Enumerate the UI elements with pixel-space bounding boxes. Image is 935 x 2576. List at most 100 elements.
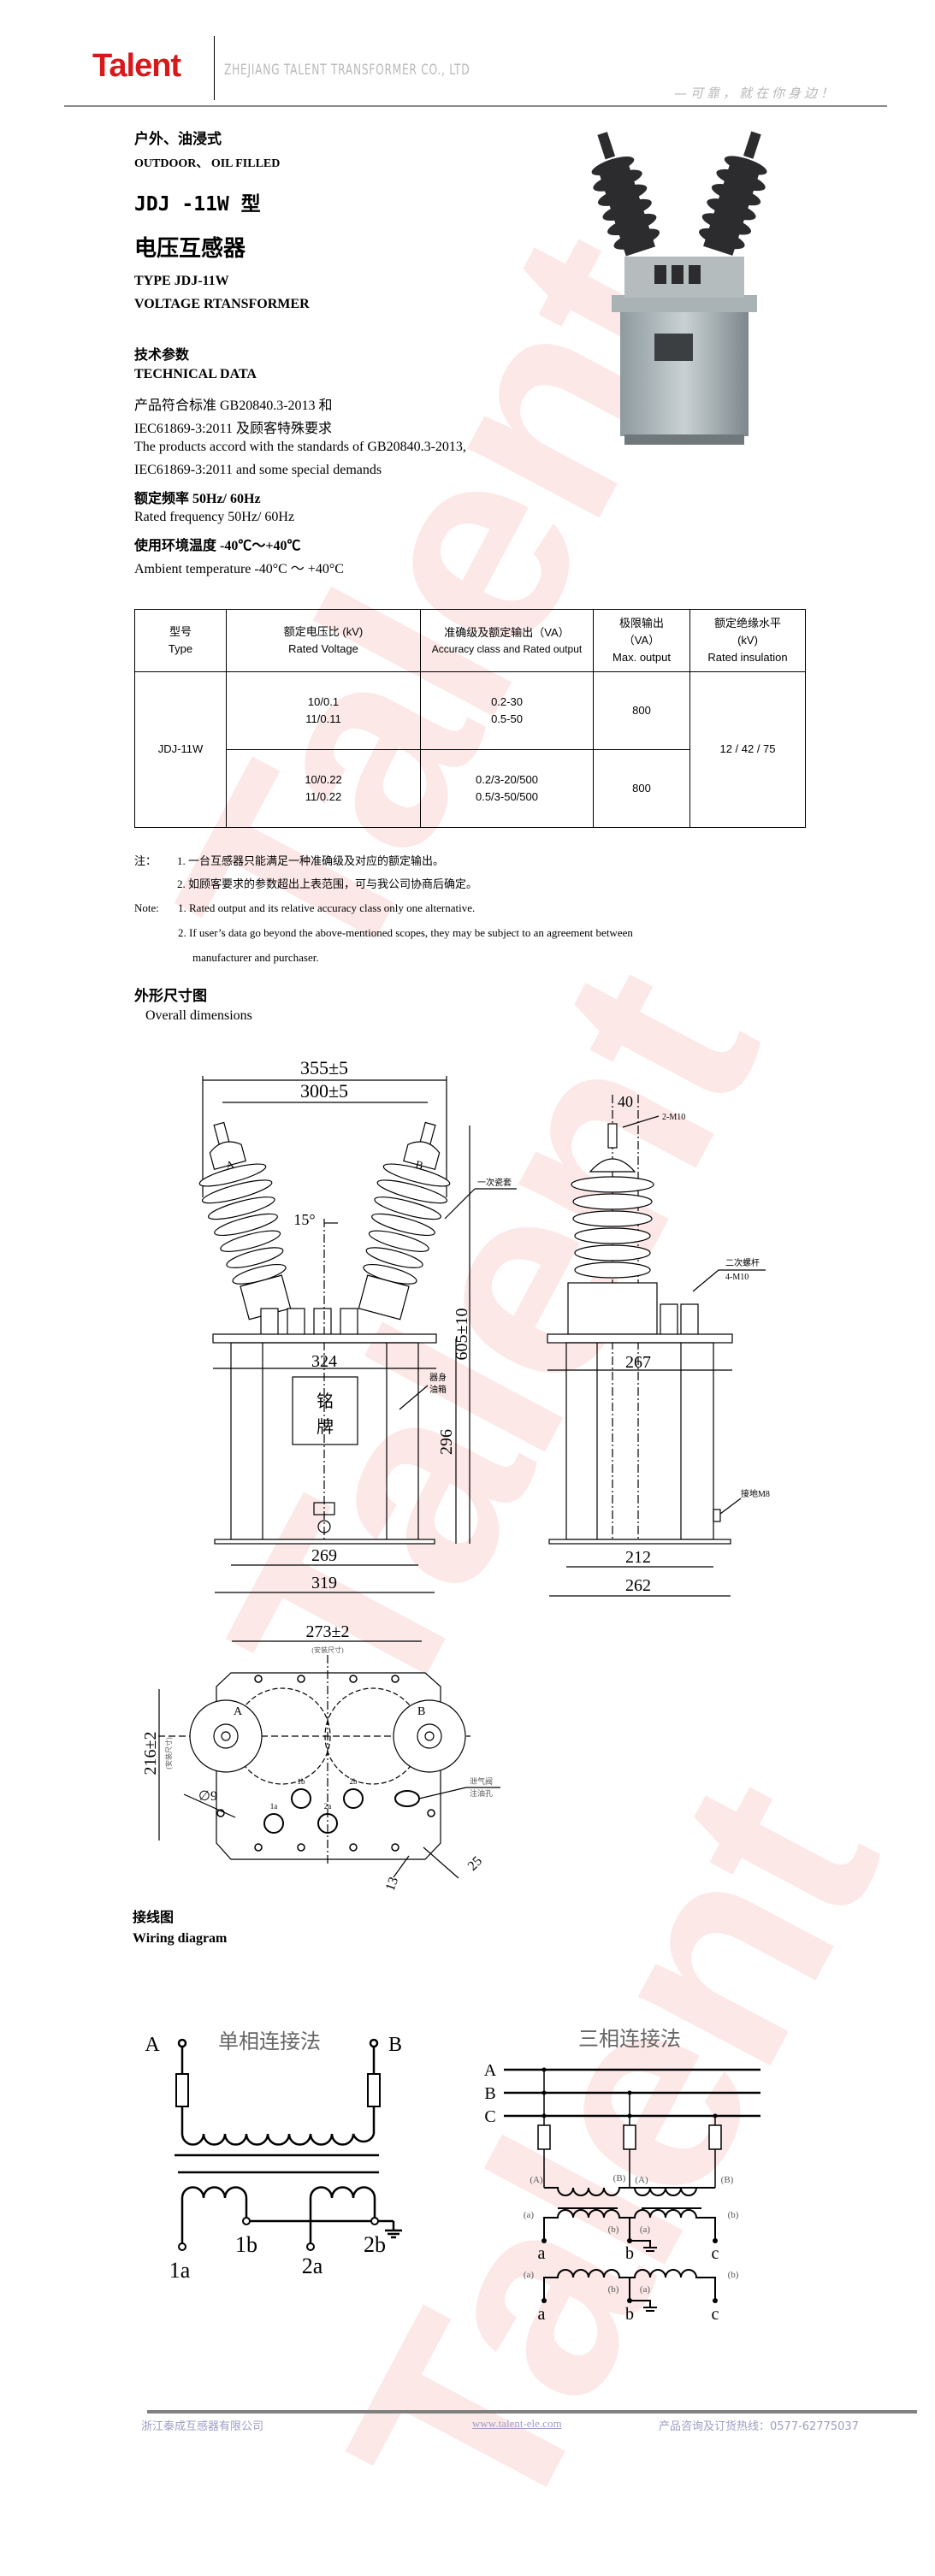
mount-label: (安装尺寸) [164,1737,173,1770]
dim-267: 267 [625,1353,651,1372]
install-type-en: OUTDOOR、 OIL FILLED [134,157,281,170]
three-phase-diagram: 三相连接法 A B C (A) (B) (A) (B) (a) (b) (a) … [484,2028,760,2324]
type-cell: JDJ-11W [134,671,227,828]
sec-b-label: (b) [608,2224,619,2235]
bus-B: B [484,2084,495,2103]
side-view: 40 2-M10 二次螺杆 4-M10 267 接地M8 212 262 [547,1093,770,1597]
dim-355: 355±5 [300,1057,348,1078]
footer-website-link[interactable]: www.talent-ele.com [472,2417,562,2430]
out-a: a [538,2244,546,2263]
notes-cn-label: 注： [134,854,157,867]
max-output-cell: 800 [593,749,690,828]
value: 10/0.22 [305,772,342,786]
plan-view: 273±2 (安装尺寸) 216±2 (安装尺寸) A B 1a 1b 2a 2… [141,1622,500,1893]
slogan: —可靠，就在你身边！ [674,86,837,101]
tech-line: IEC61869-3:2011 及顾客特殊要求 [134,422,332,436]
out-c: c [712,2244,719,2263]
hole-dia: ∅9 [198,1789,217,1804]
sec-a-label: (a) [640,2284,651,2295]
technical-title-en: TECHNICAL DATA [134,367,257,381]
tech-line: 额定频率 50Hz/ 60Hz [134,492,261,506]
dim-324: 324 [311,1352,337,1371]
sec-b-label: (b) [728,2270,739,2280]
col-voltage: 额定电压比 (kV)Rated Voltage [226,609,421,672]
plan-a-label: A [234,1705,243,1718]
sec-a-label: (a) [524,2270,535,2280]
terminal-2a: 2a [302,2254,323,2278]
value: 10/0.1 [307,694,340,708]
header-en: Max. output [612,651,671,665]
terminal-A: A [145,2034,160,2056]
primary-A-1: (A) [530,2175,543,2185]
product-title-cn: 电压互感器 [134,236,246,262]
out-b: b [625,2244,634,2263]
value: 11/0.11 [305,712,341,725]
insulation-cell: 12 / 42 / 75 [689,671,806,828]
value: 0.2-30 [491,694,523,708]
col-insulation: 额定绝缘水平(kV)Rated insulation [689,609,806,672]
header-cn: 极限输出 [618,616,664,629]
header-divider [214,36,215,100]
model-title: JDJ -11W 型 [134,193,261,216]
col-max-output: 极限输出（VA）Max. output [593,609,690,672]
primary-A-2: (A) [635,2175,648,2185]
bushing-label: 一次瓷套 [477,1177,512,1188]
product-title-en: VOLTAGE RTANSFORMER [134,297,310,311]
sec-a-label: (a) [524,2210,535,2220]
dim-40: 40 [618,1093,633,1110]
sec-b-label: (b) [608,2284,619,2295]
product-photo [591,131,767,445]
primary-B-2: (B) [721,2175,734,2185]
dim-25: 25 [465,1853,485,1873]
tech-line: 产品符合标准 GB20840.3-2013 和 [134,399,333,413]
dim-300: 300±5 [300,1080,348,1102]
wiring-title-cn: 接线图 [133,1909,175,1925]
nameplate-2: 牌 [317,1417,334,1437]
note-en: 1. Rated output and its relative accurac… [178,901,476,914]
terminal-B: B [388,2034,402,2056]
plan-b-label: B [417,1705,425,1718]
oil-hole-label: 注油孔 [470,1788,493,1798]
note-en: 2. If user’s data go beyond the above-me… [178,926,633,939]
footer-rule [147,2410,917,2414]
voltage-cell: 10/0.1 11/0.11 [226,671,421,750]
sec-b-label: (b) [728,2210,739,2220]
bushing-b: B [358,1121,451,1320]
secondary-stud-size: 4-M10 [725,1273,749,1282]
out-a: a [538,2305,546,2324]
tech-line: Rated frequency 50Hz/ 60Hz [134,510,295,524]
terminal-2b: 2b [350,1777,358,1786]
body-label-2: 油箱 [429,1384,447,1395]
m10-label: 2-M10 [662,1113,685,1122]
accuracy-cell: 0.2/3-20/500 0.5/3-50/500 [420,749,594,828]
wiring-diagrams: 单相连接法 A B 1a 1b 2a 2b 三相连接法 A B C (A) (B… [145,2028,760,2324]
terminal-1b: 1b [235,2232,257,2257]
terminal-2a: 2a [324,1802,332,1811]
dim-605: 605±10 [453,1309,471,1361]
max-output-cell: 800 [593,671,690,750]
terminal-1a: 1a [270,1802,278,1811]
dim-212: 212 [625,1548,651,1567]
header-cn: 型号 [169,624,192,638]
company-name: ZHEJIANG TALENT TRANSFORMER CO., LTD [224,62,470,79]
single-phase-title: 单相连接法 [218,2030,321,2053]
valve-label: 泄气阀 [470,1776,493,1786]
bushing-a-label: A [224,1157,236,1172]
sec-a-label: (a) [640,2224,651,2235]
footer-hotline: 产品咨询及订货热线：0577-62775037 [659,2420,859,2433]
brand-logo: Talent [92,48,181,84]
header-rule [64,105,887,107]
value: 0.2/3-20/500 [475,772,538,786]
col-accuracy: 准确级及额定输出（VA）Accuracy class and Rated out… [420,609,594,672]
nameplate-1: 铭 [317,1391,334,1411]
value: 0.5/3-50/500 [475,790,538,803]
tech-line: IEC61869-3:2011 and some special demands [134,463,382,477]
dim-319: 319 [311,1574,337,1592]
dim-296: 296 [437,1429,456,1455]
angle-15: 15° [293,1211,315,1228]
